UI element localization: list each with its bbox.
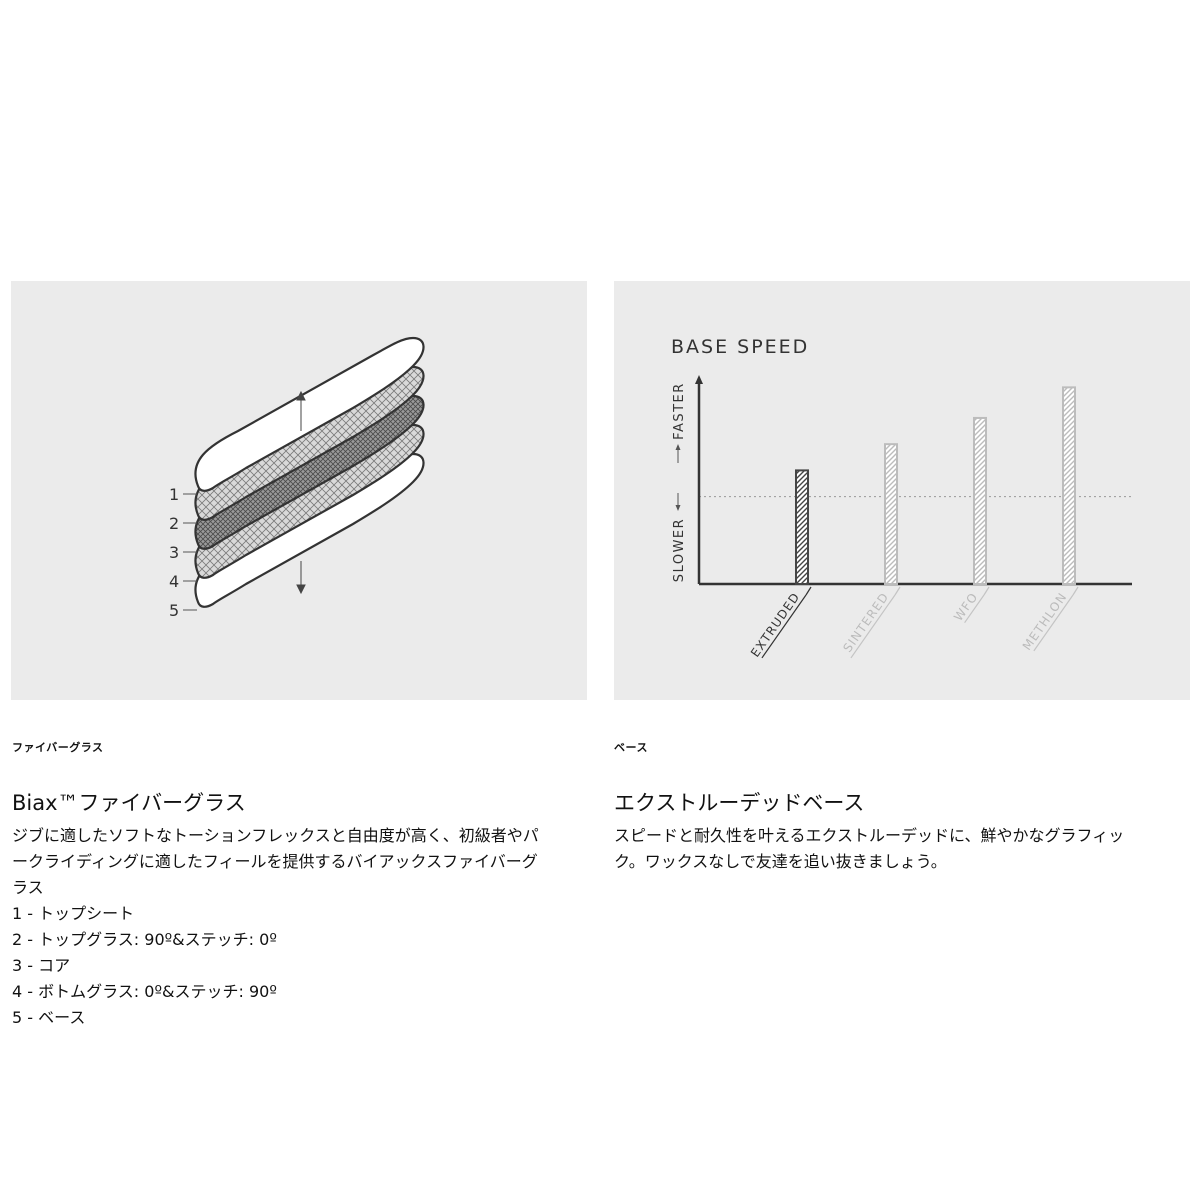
layer-list: 1 - トップシート 2 - トップグラス: 90º&ステッチ: 0º 3 - … <box>12 901 590 1031</box>
layer-number-label: 3 <box>169 543 179 562</box>
layer-thickness-arrows <box>296 390 306 595</box>
category-leader <box>894 586 901 596</box>
description-line: ラス <box>12 878 44 897</box>
description-line: ジブに適したソフトなトーションフレックスと自由度が高く、初級者やパ <box>12 826 539 845</box>
fiberglass-heading: Biax™ファイバーグラス <box>12 791 246 815</box>
layer-number-label: 4 <box>169 572 179 591</box>
category-underline <box>850 594 896 659</box>
category-label-group: EXTRUDED <box>748 586 812 660</box>
layer-list-item: 4 - ボトムグラス: 0º&ステッチ: 90º <box>12 982 277 1001</box>
faster-arrowhead <box>675 444 681 450</box>
layers-group <box>194 336 425 608</box>
y-axis-arrow <box>695 375 703 384</box>
bar-extruded <box>795 469 809 586</box>
bar-wfo <box>973 416 987 585</box>
fiberglass-text-column: ファイバーグラス Biax™ファイバーグラス ジブに適したソフトなトーションフレ… <box>12 739 590 1031</box>
base-heading: エクストルーデッドベース <box>614 791 865 815</box>
layer-number-label: 5 <box>169 601 179 620</box>
base-speed-chart: BASE SPEED FASTER SLOWER EXTRUDED SINTERED WF… <box>671 336 1132 660</box>
bar-methlon <box>1062 386 1076 585</box>
fiberglass-diagram-panel: 1 2 3 4 5 <box>11 281 587 700</box>
y-label-faster: FASTER <box>672 382 687 440</box>
category-underline <box>761 594 807 659</box>
layer-list-item: 5 - ベース <box>12 1008 86 1027</box>
description-line: ークライディングに適したフィールを提供するバイアックスファイバーグ <box>12 852 538 871</box>
category-underline <box>964 594 985 624</box>
layer-number-label: 1 <box>169 485 179 504</box>
category-label: METHLON <box>1020 590 1070 653</box>
base-kicker: ベース <box>614 741 648 754</box>
category-label: SINTERED <box>840 590 892 655</box>
category-label: EXTRUDED <box>748 590 803 660</box>
base-description: スピードと耐久性を叶えるエクストルーデッドに、鮮やかなグラフィッ ク。ワックスな… <box>614 823 1192 875</box>
board-layers-diagram: 1 2 3 4 5 <box>169 336 425 620</box>
slower-arrowhead <box>675 505 681 511</box>
category-label-group: SINTERED <box>840 586 901 659</box>
category-leader <box>805 586 812 596</box>
y-label-slower: SLOWER <box>672 518 687 582</box>
chart-title: BASE SPEED <box>671 336 809 358</box>
fiberglass-description: ジブに適したソフトなトーションフレックスと自由度が高く、初級者やパ ークライディ… <box>12 823 590 901</box>
category-label-group: METHLON <box>1020 586 1079 653</box>
board-layer-1 <box>194 336 425 492</box>
category-label-group: WFO <box>951 586 990 624</box>
category-leader <box>983 586 990 596</box>
base-text-column: ベース エクストルーデッドベース スピードと耐久性を叶えるエクストルーデッドに、… <box>614 739 1192 875</box>
description-line: ク。ワックスなしで友達を追い抜きましょう。 <box>614 852 947 871</box>
category-leader <box>1072 586 1079 596</box>
category-underline <box>1033 594 1074 652</box>
layer-number-labels: 1 2 3 4 5 <box>169 485 197 620</box>
layer-list-item: 3 - コア <box>12 956 71 975</box>
fiberglass-kicker: ファイバーグラス <box>12 741 104 754</box>
description-line: スピードと耐久性を叶えるエクストルーデッドに、鮮やかなグラフィッ <box>614 826 1125 845</box>
layer-list-item: 1 - トップシート <box>12 904 135 923</box>
layer-number-label: 2 <box>169 514 179 533</box>
layer-list-item: 2 - トップグラス: 90º&ステッチ: 0º <box>12 930 277 949</box>
base-speed-panel: BASE SPEED FASTER SLOWER EXTRUDED SINTERED WF… <box>614 281 1190 700</box>
bar-sintered <box>884 443 898 585</box>
